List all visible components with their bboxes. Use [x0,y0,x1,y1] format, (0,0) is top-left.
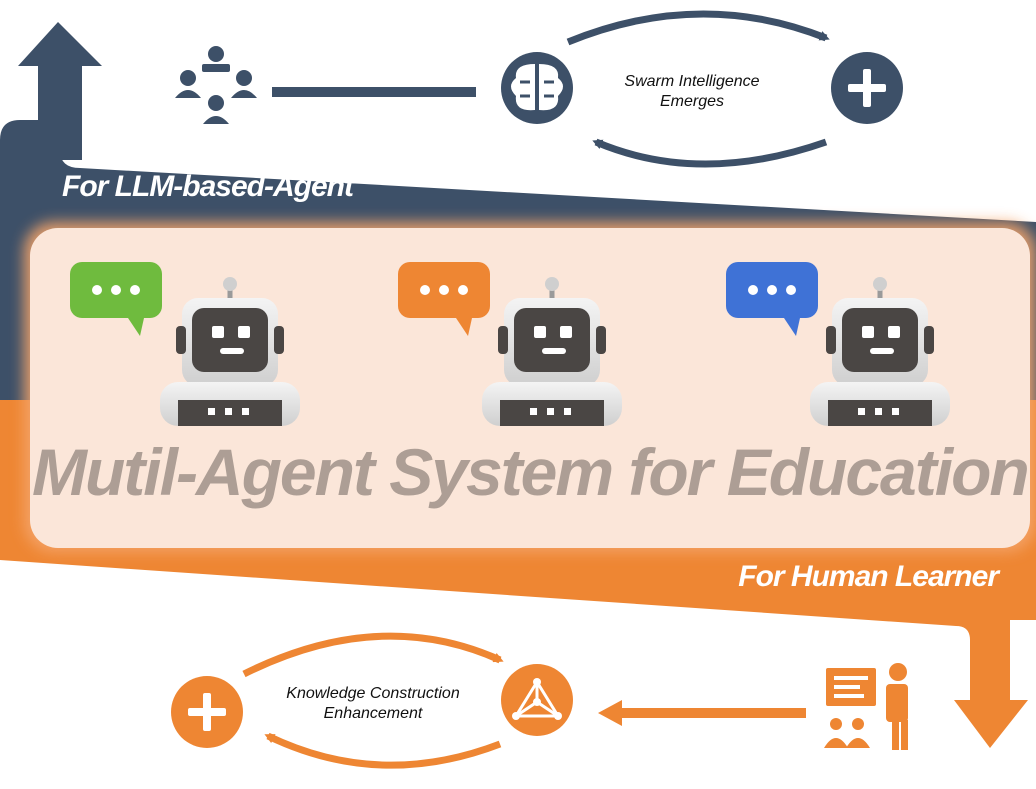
down-arrow [954,700,1028,748]
human-learner-label: For Human Learner [738,560,999,593]
brain-icon [501,52,573,124]
plus-icon [831,52,903,124]
caption-line: Swarm Intelligence [624,73,760,90]
network-triangle-icon [501,664,573,736]
caption-line: Emerges [659,93,725,110]
team-meeting-icon [175,46,257,124]
teacher-presentation-icon [824,663,908,750]
knowledge-construction-caption: Knowledge Construction Enhancement [248,684,498,724]
robot-agent-2 [398,262,622,426]
plus-icon [171,676,243,748]
llm-agent-label: For LLM-based-Agent [62,170,354,203]
caption-line: Enhancement [323,705,423,722]
swarm-intelligence-caption: Swarm Intelligence Emerges [592,72,792,112]
main-title: Mutil-Agent System for Education [32,435,1030,509]
caption-line: Knowledge Construction [286,685,460,702]
